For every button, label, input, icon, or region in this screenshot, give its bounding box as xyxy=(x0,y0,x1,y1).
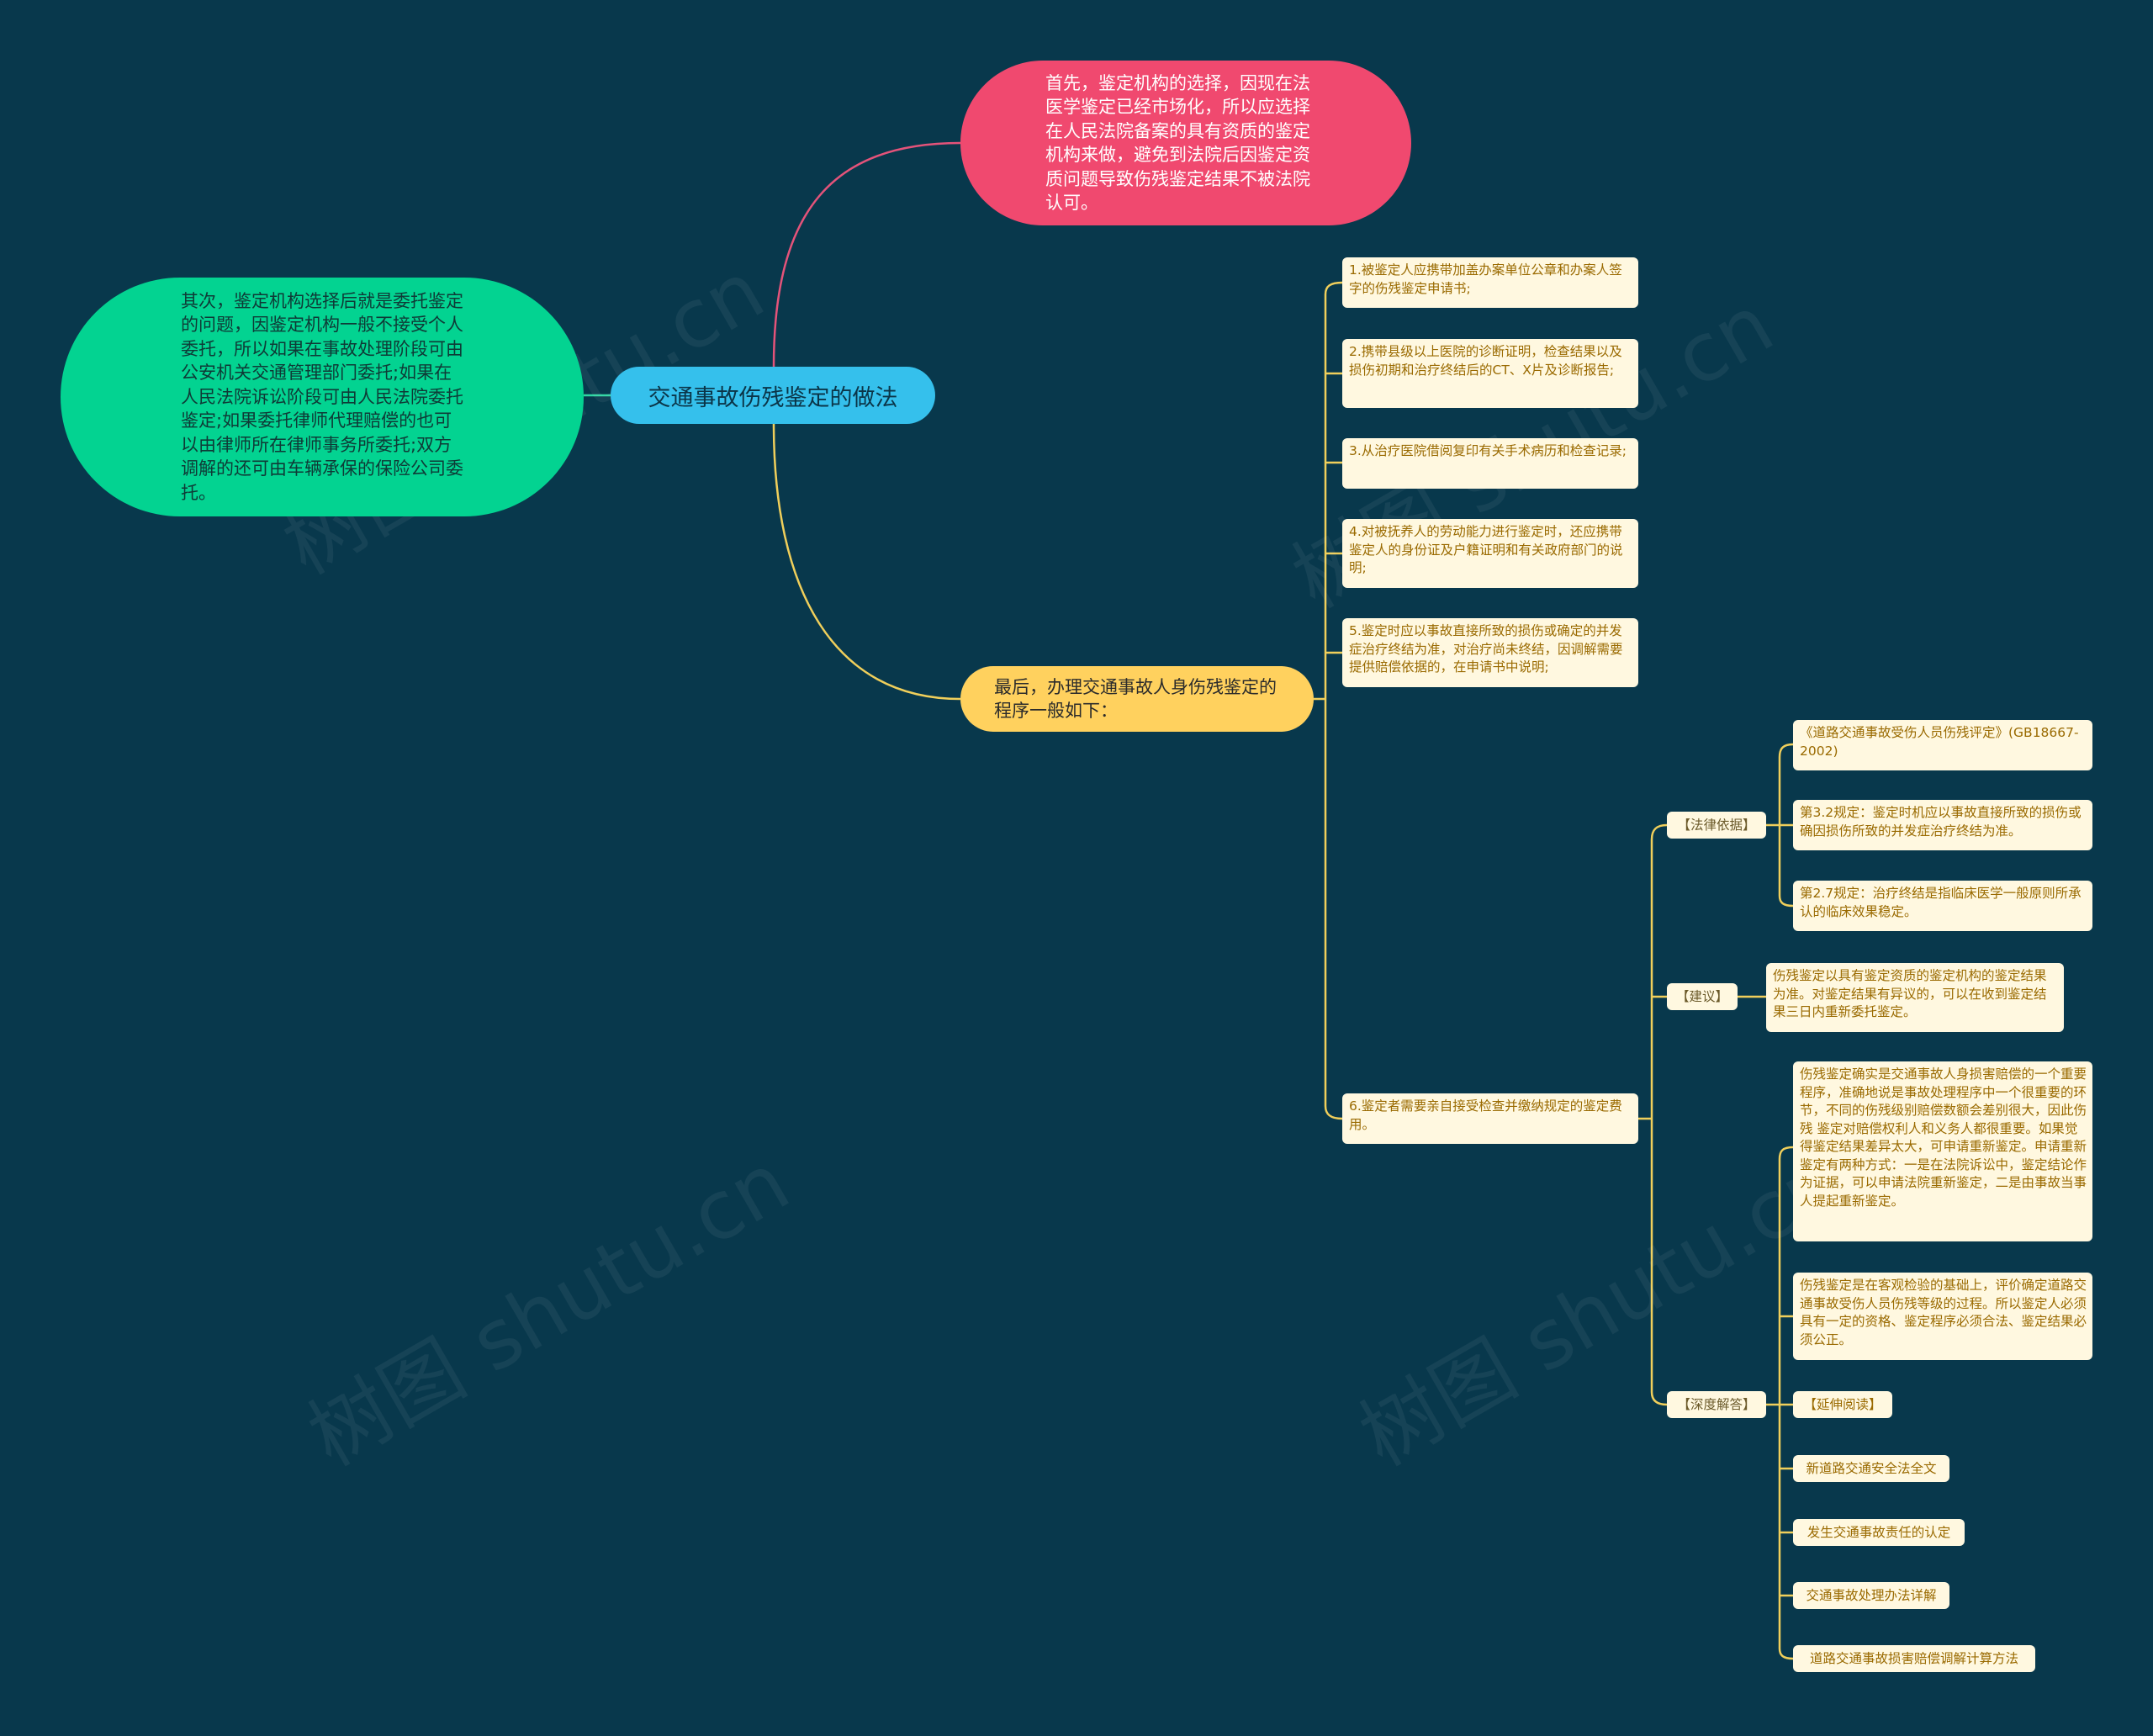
connector-root-top xyxy=(772,141,961,368)
legal-spine xyxy=(1778,743,1794,908)
sections-spine xyxy=(1650,823,1668,1406)
step-5[interactable]: 5.鉴定时应以事故直接所致的损伤或确定的并发症治疗终结为准，对治疗尚未终结，因调… xyxy=(1342,618,1638,687)
advice-item-1[interactable]: 伤残鉴定以具有鉴定资质的鉴定机构的鉴定结果为准。对鉴定结果有异议的，可以在收到鉴… xyxy=(1766,963,2064,1032)
step-6[interactable]: 6.鉴定者需要亲自接受检查并缴纳规定的鉴定费用。 xyxy=(1342,1093,1638,1144)
root-topic[interactable]: 交通事故伤残鉴定的做法 xyxy=(611,367,935,424)
branch-institution[interactable]: 首先，鉴定机构的选择，因现在法医学鉴定已经市场化，所以应选择在人民法院备案的具有… xyxy=(960,61,1411,225)
step-4[interactable]: 4.对被抚养人的劳动能力进行鉴定时，还应携带鉴定人的身份证及户籍证明和有关政府部… xyxy=(1342,519,1638,588)
link-new-traffic-law[interactable]: 新道路交通安全法全文 xyxy=(1793,1455,1949,1482)
step-2[interactable]: 2.携带县级以上医院的诊断证明，检查结果以及损伤初期和治疗终结后的CT、X片及诊… xyxy=(1342,339,1638,408)
deep-item-2[interactable]: 伤残鉴定是在客观检验的基础上，评价确定道路交通事故受伤人员伤残等级的过程。所以鉴… xyxy=(1793,1273,2092,1360)
tag-deep-answer[interactable]: 【深度解答】 xyxy=(1667,1391,1766,1418)
connector-root-mid xyxy=(772,423,961,701)
step-1[interactable]: 1.被鉴定人应携带加盖办案单位公章和办案人签字的伤残鉴定申请书; xyxy=(1342,257,1638,308)
step-3[interactable]: 3.从治疗医院借阅复印有关手术病历和检查记录; xyxy=(1342,438,1638,489)
link-liability-determination[interactable]: 发生交通事故责任的认定 xyxy=(1793,1519,1965,1546)
legal-item-3[interactable]: 第2.7规定：治疗终结是指临床医学一般原则所承认的临床效果稳定。 xyxy=(1793,881,2092,931)
deep-item-extended-reading[interactable]: 【延伸阅读】 xyxy=(1793,1391,1892,1418)
legal-item-1[interactable]: 《道路交通事故受伤人员伤残评定》(GB18667-2002) xyxy=(1793,720,2092,770)
link-handling-rules[interactable]: 交通事故处理办法详解 xyxy=(1793,1582,1949,1609)
branch-entrust-text: 其次，鉴定机构选择后就是委托鉴定的问题，因鉴定机构一般不接受个人委托，所以如果在… xyxy=(181,290,463,503)
link-compensation-calc[interactable]: 道路交通事故损害赔偿调解计算方法 xyxy=(1793,1645,2035,1672)
branch-procedure-text: 最后，办理交通事故人身伤残鉴定的程序一般如下： xyxy=(994,677,1277,721)
branch-entrust[interactable]: 其次，鉴定机构选择后就是委托鉴定的问题，因鉴定机构一般不接受个人委托，所以如果在… xyxy=(61,278,584,516)
steps-spine xyxy=(1324,281,1343,1120)
deep-spine xyxy=(1778,1146,1794,1660)
tag-legal-basis[interactable]: 【法律依据】 xyxy=(1667,812,1766,839)
branch-institution-text: 首先，鉴定机构的选择，因现在法医学鉴定已经市场化，所以应选择在人民法院备案的具有… xyxy=(1045,72,1310,214)
branch-procedure[interactable]: 最后，办理交通事故人身伤残鉴定的程序一般如下： xyxy=(960,666,1314,732)
deep-item-1[interactable]: 伤残鉴定确实是交通事故人身损害赔偿的一个重要程序，准确地说是事故处理程序中一个很… xyxy=(1793,1061,2092,1241)
root-title: 交通事故伤残鉴定的做法 xyxy=(648,384,898,411)
legal-item-2[interactable]: 第3.2规定：鉴定时机应以事故直接所致的损伤或确因损伤所致的并发症治疗终结为准。 xyxy=(1793,800,2092,850)
tag-advice[interactable]: 【建议】 xyxy=(1667,983,1738,1010)
